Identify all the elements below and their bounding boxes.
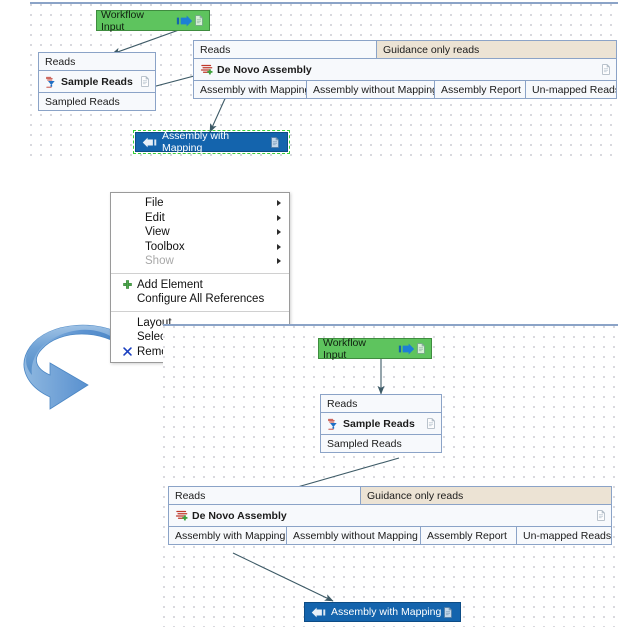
de-novo-output-port-assembly-with-mapping[interactable]: Assembly with Mapping [168,526,286,545]
chevron-right-icon [277,200,281,207]
de-novo-assembly-node[interactable]: Reads Guidance only reads De Novo Assemb… [193,40,617,99]
sample-reads-input-port[interactable]: Reads [38,52,156,71]
de-novo-assembly-title: De Novo Assembly [192,509,287,522]
menu-item-label: File [145,197,164,210]
de-novo-output-port-un-mapped-reads[interactable]: Un-mapped Reads [525,80,617,99]
chevron-right-icon [277,229,281,236]
context-menu-group-0: File Edit View Toolbox Show [111,196,289,269]
document-icon[interactable] [595,509,607,522]
de-novo-output-port-assembly-without-mapping[interactable]: Assembly without Mapping [286,526,420,545]
workflow-output-node[interactable]: Assembly with Mapping [304,602,461,622]
de-novo-assembly-body[interactable]: De Novo Assembly [193,59,617,80]
menu-item-add-element[interactable]: Add Element [111,278,289,293]
sample-reads-icon [45,75,58,89]
de-novo-assembly-title: De Novo Assembly [217,63,312,76]
menu-item-file[interactable]: File [111,196,289,211]
workflow-input-node[interactable]: Workflow Input [318,336,432,361]
workflow-input-body[interactable]: Workflow Input [96,8,210,33]
top-workflow-canvas[interactable]: Workflow Input Reads Sample Reads Sample… [30,2,618,157]
sample-reads-output-port[interactable]: Sampled Reads [38,92,156,111]
workflow-output-label: Assembly with Mapping [331,606,442,618]
menu-item-label: Add Element [137,278,203,291]
chevron-right-icon [277,258,281,265]
menu-item-label: Configure All References [137,293,265,306]
document-icon[interactable] [442,606,454,619]
de-novo-output-ports: Assembly with Mapping Assembly without M… [168,526,612,545]
document-icon[interactable] [193,14,205,27]
menu-item-layout[interactable]: Layout [111,316,289,331]
workflow-input-label: Workflow Input [101,8,144,33]
menu-item-label: View [145,226,170,239]
sample-reads-title: Sample Reads [343,417,415,430]
de-novo-output-ports: Assembly with Mapping Assembly without M… [193,80,617,99]
de-novo-output-port-assembly-with-mapping[interactable]: Assembly with Mapping [193,80,306,99]
bottom-workflow-canvas[interactable]: Workflow Input Reads Sample Reads Sample… [163,324,618,627]
sample-reads-title: Sample Reads [61,75,133,88]
menu-item-view[interactable]: View [111,225,289,240]
de-novo-assembly-body[interactable]: De Novo Assembly [168,505,612,526]
bottom-canvas-edges [232,356,400,602]
sample-reads-input-port[interactable]: Reads [320,394,442,413]
output-arrow-icon [311,607,326,618]
menu-item-toolbox[interactable]: Toolbox [111,240,289,255]
de-novo-input-ports: Reads Guidance only reads [168,486,612,505]
menu-item-label: Show [145,255,174,268]
input-arrow-icon [398,343,415,355]
de-novo-output-port-assembly-report[interactable]: Assembly Report [434,80,525,99]
document-icon[interactable] [425,417,437,430]
de-novo-input-port-reads[interactable]: Reads [193,40,376,59]
output-arrow-icon [142,137,157,148]
de-novo-input-port-guidance[interactable]: Guidance only reads [360,486,612,505]
menu-separator [111,310,289,312]
de-novo-assembly-icon [200,63,214,77]
de-novo-output-port-assembly-without-mapping[interactable]: Assembly without Mapping [306,80,434,99]
chevron-right-icon [277,214,281,221]
menu-item-edit[interactable]: Edit [111,211,289,226]
workflow-output-node[interactable]: Assembly with Mapping [133,130,290,154]
sample-reads-node[interactable]: Reads Sample Reads Sampled Reads [38,52,156,111]
document-icon[interactable] [415,342,427,355]
chevron-right-icon [277,243,281,250]
input-arrow-icon [176,15,193,27]
curved-transition-arrow [23,324,127,410]
menu-item-label: Layout [137,316,172,329]
document-icon[interactable] [139,75,151,88]
de-novo-input-port-reads[interactable]: Reads [168,486,360,505]
context-menu-group-1: Add Element Configure All References [111,278,289,307]
document-icon[interactable] [600,63,612,76]
menu-separator [111,272,289,274]
sample-reads-output-port[interactable]: Sampled Reads [320,434,442,453]
plus-icon [121,280,134,289]
sample-reads-body[interactable]: Sample Reads [320,413,442,434]
menu-item-show: Show [111,254,289,269]
workflow-output-body[interactable]: Assembly with Mapping [133,130,290,154]
menu-item-label: Edit [145,211,165,224]
sample-reads-icon [327,417,340,431]
de-novo-assembly-icon [175,509,189,523]
menu-item-label: Toolbox [145,240,185,253]
workflow-input-body[interactable]: Workflow Input [318,336,432,361]
de-novo-output-port-un-mapped-reads[interactable]: Un-mapped Reads [516,526,612,545]
de-novo-output-port-assembly-report[interactable]: Assembly Report [420,526,516,545]
de-novo-input-ports: Reads Guidance only reads [193,40,617,59]
workflow-output-label: Assembly with Mapping [162,130,230,154]
sample-reads-body[interactable]: Sample Reads [38,71,156,92]
menu-item-configure-all-references[interactable]: Configure All References [111,292,289,307]
x-icon [121,347,134,356]
de-novo-input-port-guidance[interactable]: Guidance only reads [376,40,617,59]
workflow-output-body[interactable]: Assembly with Mapping [304,602,461,622]
workflow-input-node[interactable]: Workflow Input [96,8,210,33]
sample-reads-node[interactable]: Reads Sample Reads Sampled Reads [320,394,442,453]
workflow-input-label: Workflow Input [323,336,366,361]
document-icon[interactable] [269,136,281,149]
de-novo-assembly-node[interactable]: Reads Guidance only reads De Novo Assemb… [168,486,612,545]
